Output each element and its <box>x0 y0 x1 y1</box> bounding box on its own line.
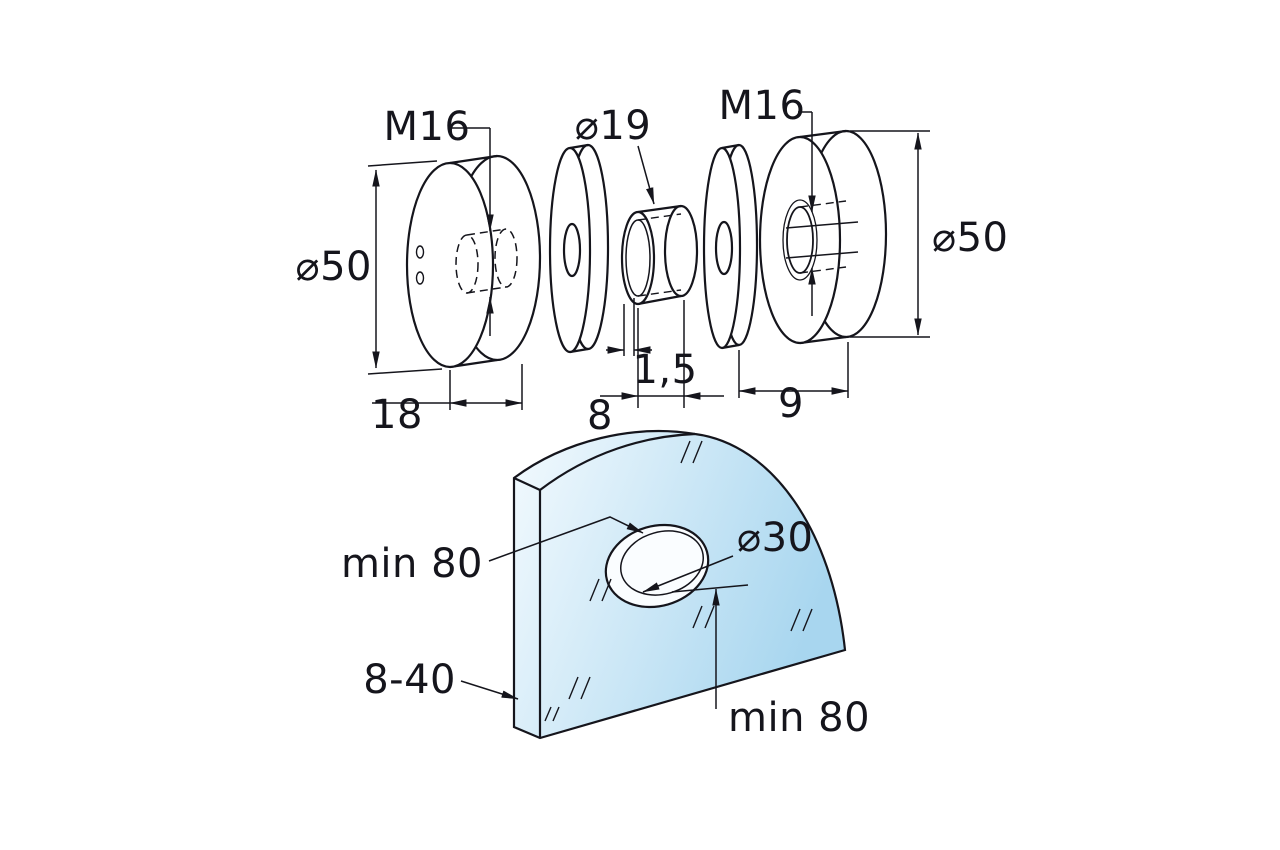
glass-corner-edge <box>513 477 541 491</box>
leader-line <box>642 555 734 593</box>
hatch-mark <box>589 578 612 602</box>
leader-line <box>460 680 519 700</box>
washer-right-hole <box>714 220 734 276</box>
dim-thread-right: M16 <box>719 83 816 316</box>
label-hole-dia: ⌀30 <box>737 515 813 561</box>
label-cap-right-dia: ⌀50 <box>932 215 1008 261</box>
sleeve-back-face <box>663 204 699 298</box>
dim-sleeve-wall: 1,5 <box>606 298 697 393</box>
hatch-mark <box>692 605 715 629</box>
label-cap-right-thickness: 9 <box>778 381 804 427</box>
cap-right-bore-wall-bottom <box>785 251 859 259</box>
label-sleeve-wall: 1,5 <box>632 347 697 393</box>
label-hole-edge-top: min 80 <box>341 541 483 587</box>
cap-left-front-face <box>405 161 495 369</box>
sleeve-hidden-bore <box>637 213 682 297</box>
washer-right <box>702 143 759 350</box>
cap-right <box>758 129 888 345</box>
dim-cap-left-thickness: 18 <box>371 364 523 438</box>
washer-left <box>548 143 610 354</box>
hatch-mark <box>790 608 813 632</box>
dimensions-glass: min 80 ⌀30 8-40 min 80 <box>341 515 870 741</box>
extension-line <box>367 160 438 167</box>
label-thread-right: M16 <box>719 83 806 129</box>
dim-hole-dia: ⌀30 <box>642 515 813 593</box>
drawing-root: k277-8 <box>296 35 1008 741</box>
label-cap-left-thickness: 18 <box>371 392 423 438</box>
cap-right-top-edge <box>799 129 847 139</box>
grub-screw-hole-bottom <box>415 271 425 285</box>
sleeve-front-face <box>620 210 656 306</box>
dimensions-top: M16 ⌀19 M16 ⌀50 <box>296 83 1008 439</box>
dim-cap-left-dia: ⌀50 <box>296 160 443 375</box>
hatch-mark <box>544 706 560 722</box>
extension-line <box>367 368 443 375</box>
label-thread-left: M16 <box>384 104 471 150</box>
bore-wall-bottom <box>466 286 507 294</box>
dim-cap-right-thickness: 9 <box>738 342 849 427</box>
dim-cap-right-dia: ⌀50 <box>850 130 1008 338</box>
dim-glass-thickness: 8-40 <box>363 657 519 703</box>
washer-left-top-edge <box>569 143 589 150</box>
cap-left-hidden-bore <box>455 228 518 294</box>
label-cap-left-dia: ⌀50 <box>296 244 372 290</box>
exploded-assembly <box>405 129 888 369</box>
leader-line <box>637 145 655 205</box>
hatch-mark <box>680 440 703 464</box>
bore-wall-bottom <box>799 266 847 274</box>
glass-hole-far-rim <box>619 530 705 596</box>
leader-line <box>488 516 644 562</box>
grub-screw-hole-top <box>415 245 425 259</box>
sleeve-top-edge <box>637 204 682 214</box>
extension-line <box>671 584 749 593</box>
glass-hatch-marks <box>544 440 813 722</box>
cap-right-hidden-bore <box>799 200 847 274</box>
glass-panel <box>512 429 847 740</box>
label-sleeve-dia: ⌀19 <box>575 103 651 149</box>
cap-left-top-edge <box>449 154 498 165</box>
bore-wall-top <box>637 213 682 221</box>
bore-wall-top <box>466 228 507 236</box>
dim-hole-edge-bottom: min 80 <box>671 584 870 741</box>
cap-right-bore-wall-top <box>785 221 859 229</box>
bore-wall-bottom <box>637 289 682 297</box>
label-glass-thickness: 8-40 <box>363 657 456 703</box>
label-sleeve-length: 8 <box>587 393 613 439</box>
cap-right-front-face <box>758 135 842 345</box>
washer-left-hole <box>562 222 582 278</box>
sleeve-bottom-edge <box>637 294 682 306</box>
dim-sleeve-length: 8 <box>587 300 724 439</box>
bore-wall-top <box>799 200 847 208</box>
dim-sleeve-dia: ⌀19 <box>575 103 655 205</box>
glass-front-face-edge <box>538 432 696 738</box>
dim-thread-left: M16 <box>384 104 494 336</box>
dim-hole-edge-top: min 80 <box>341 516 644 587</box>
cap-right-thread-crest <box>782 199 818 281</box>
cap-left <box>405 154 542 369</box>
drawing-title: k277-8 <box>576 35 728 84</box>
label-hole-edge-bottom: min 80 <box>728 695 870 741</box>
washer-right-top-edge <box>721 143 740 150</box>
sleeve <box>620 204 699 306</box>
hatch-mark <box>568 676 591 700</box>
